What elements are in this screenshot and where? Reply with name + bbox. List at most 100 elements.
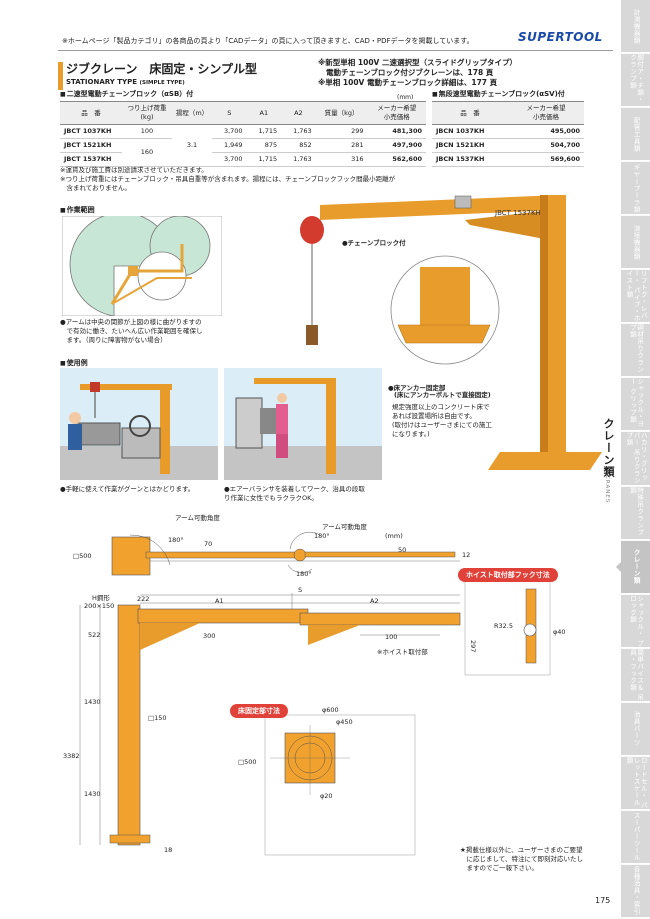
anchor-description: 規定強度以上のコンクリート床で あれば設置場所は自由です。 (取付けはユーザーさ… — [392, 403, 492, 439]
sidebar-tab[interactable]: 特殊吊クランプ類 — [621, 486, 650, 540]
cell: 160 — [122, 138, 172, 167]
sidebar-tab[interactable]: 脚付ア・チ類・ クランプ類 — [621, 54, 650, 108]
dim-arm-angle-2: アーム可動角度 — [322, 523, 367, 531]
table-notes: ※運賃及び施工費は別途請求させていただきます。 ※つり上げ荷重にはチェーンブロッ… — [60, 166, 395, 193]
note-line: 電動チェーンブロック付ジブクレーンは、178 頁 — [326, 68, 494, 77]
hook-dims-label: ホイスト取付部フック寸法 — [458, 568, 558, 582]
sidebar-tab[interactable]: 簡単バイス＆ 吊具・フック類 — [621, 648, 650, 702]
col-header: A2 — [281, 101, 316, 125]
cell: 1,715 — [246, 152, 282, 167]
cell: 3,700 — [212, 152, 247, 167]
usage-note-left: ●手軽に使えて作業がグーンとはかどります。 — [60, 485, 195, 493]
anchor-subtitle: (床にアンカーボルトで直接固定) — [394, 391, 491, 399]
dim-phi40: φ40 — [553, 628, 566, 636]
sidebar-tab[interactable]: ハカリ・グリッパー 吊りクランプ類 — [621, 432, 650, 486]
cell: JBCN 1537KH — [432, 152, 508, 167]
table-row: JBCT 1037KH 100 3.1 3,700 1,715 1,763 29… — [60, 124, 426, 167]
technical-drawing — [79, 531, 551, 856]
note-line: ※運賃及び施工費は別途請求させていただきます。 — [60, 166, 208, 174]
dim-A2: A2 — [370, 597, 379, 605]
sidebar-tab[interactable]: リフトク・レバー・ パイプ・ホイスト類 — [621, 270, 650, 324]
cell: JBCN 1037KH — [432, 124, 508, 139]
usage-illustration-left — [60, 368, 218, 480]
note-line: ※新型単相 100V 二速選択型（スライドグリップタイプ） — [318, 58, 517, 67]
note-line: ※単相 100V 電動チェーンブロック詳細は、177 頁 — [318, 78, 498, 87]
range-heading: 作業範囲 — [60, 205, 95, 215]
col-header: つり上げ荷重 (kg) — [122, 101, 172, 125]
sidebar-tab-label: 各種治具・索引 — [632, 866, 641, 916]
spec-table: 品 番 つり上げ荷重 (kg) 揚程（m） S A1 A2 質量（kg） メーカ… — [60, 101, 426, 167]
note-line: ●エアーバランサを装着してワーク、治具の段取 — [224, 485, 365, 493]
sidebar-tab[interactable]: クレーン類 — [616, 540, 650, 594]
cell: 562,600 — [367, 152, 426, 167]
dim-180b: 180° — [314, 532, 330, 540]
dim-100: 100 — [385, 633, 398, 641]
dim-180c: 180° — [296, 570, 312, 578]
cell: 3,700 — [212, 124, 247, 139]
sidebar-tab[interactable]: 計測機器類 — [621, 0, 650, 54]
sidebar-tab[interactable]: シャックル・ヨー クリップ類 — [621, 378, 650, 432]
cell: 100 — [122, 124, 172, 139]
sidebar-tab-label: リフトク・レバー・ パイプ・ホイスト類 — [624, 270, 648, 322]
drawing-unit: (mm) — [385, 532, 403, 540]
sidebar-tab[interactable]: ロードセル・ パレットスケール類 — [621, 756, 650, 810]
note-line: に応じまして、特注にて即刻対応いたし — [460, 855, 583, 863]
hoist-point-note: ※ホイスト取付部 — [377, 648, 428, 656]
sidebar-tab-label: 計測機器類 — [632, 8, 641, 44]
dim-18: 18 — [164, 846, 173, 854]
dim-phi450: φ450 — [336, 718, 353, 726]
sidebar-tab[interactable]: 各種治具・索引 — [621, 864, 650, 918]
usage-note-right: ●エアーバランサを装着してワーク、治具の段取 り作業に女性でもラクラクOK。 — [224, 485, 365, 503]
cell: 3.1 — [172, 124, 212, 167]
sidebar-tab[interactable]: ギヤープーラ類 — [621, 162, 650, 216]
sidebar-tab[interactable]: スーパーツール — [621, 810, 650, 864]
chain-block-callout: ●チェーンブロック付 — [342, 239, 406, 247]
usage-heading: 使用例 — [60, 358, 88, 368]
dim-sq500-top: □500 — [73, 552, 92, 560]
col-header: 品 番 — [60, 101, 122, 125]
title-accent-bar — [58, 62, 63, 90]
cell: JBCN 1521KH — [432, 138, 508, 153]
cell: 1,763 — [281, 124, 316, 139]
cell: 495,000 — [508, 124, 584, 139]
sidebar-tab-label: スーパーツール — [632, 812, 641, 862]
dim-phi600: φ600 — [322, 706, 339, 714]
cell: 504,700 — [508, 138, 584, 153]
crane-product-photo: JBCT 1537KH — [300, 195, 602, 470]
col-header: 品 番 — [432, 101, 508, 125]
sidebar-tab[interactable]: シャックル・ ブロック類 — [621, 594, 650, 648]
dim-1430-upper: 1430 — [84, 698, 101, 706]
dim-hbeam-size: 200×150 — [84, 602, 115, 610]
note-line: で有効に働き、たいへん広い作業範囲を確保し — [60, 327, 203, 335]
sidebar-tab[interactable]: 溶接機器類 — [621, 216, 650, 270]
dim-sq150: □150 — [148, 714, 167, 722]
dim-522: 522 — [88, 631, 101, 639]
cell: 299 — [315, 124, 368, 139]
dim-sq500-floor: □500 — [238, 758, 257, 766]
cell: 481,300 — [367, 124, 426, 139]
sidebar-tab-label: 治具パーツ — [632, 711, 641, 747]
custom-order-note: ★掲載仕様以外に、ユーザーさまのご要望 に応じまして、特注にて即刻対応いたし ま… — [460, 846, 583, 873]
sidebar-tab[interactable]: 鋼材吊りクランプ類 — [621, 324, 650, 378]
dim-300: 300 — [203, 632, 216, 640]
floor-dims-label: 床固定部寸法 — [230, 704, 288, 718]
work-range-diagram — [62, 216, 222, 316]
note-line: り作業に女性でもラクラクOK。 — [224, 494, 318, 502]
dim-50: 50 — [398, 546, 407, 554]
anchor-title: ●床アンカー固定部 — [388, 384, 446, 392]
sidebar-tab-label: 鋼材吊りクランプ類 — [628, 324, 644, 374]
table-unit: (mm) — [397, 94, 414, 101]
sidebar-tab-label: 溶接機器類 — [632, 224, 641, 260]
dim-S: S — [298, 586, 303, 594]
sidebar-tab-label: 脚付ア・チ類・ クランプ類 — [628, 54, 644, 104]
note-line: ます。（周りに障害物がない場合） — [60, 336, 167, 344]
sidebar-tab-label: 配管工具類 — [632, 116, 641, 152]
col-header: A1 — [246, 101, 282, 125]
note-line: ※つり上げ荷重にはチェーンブロック・吊具自重等が含まれます。揚程には、チェーンブ… — [60, 175, 396, 183]
col-header: S — [212, 101, 247, 125]
note-line: 規定強度以上のコンクリート床で — [392, 403, 490, 411]
sidebar-tab[interactable]: 配管工具類 — [621, 108, 650, 162]
cell: 1,715 — [246, 124, 282, 139]
sidebar-tab[interactable]: 治具パーツ — [621, 702, 650, 756]
